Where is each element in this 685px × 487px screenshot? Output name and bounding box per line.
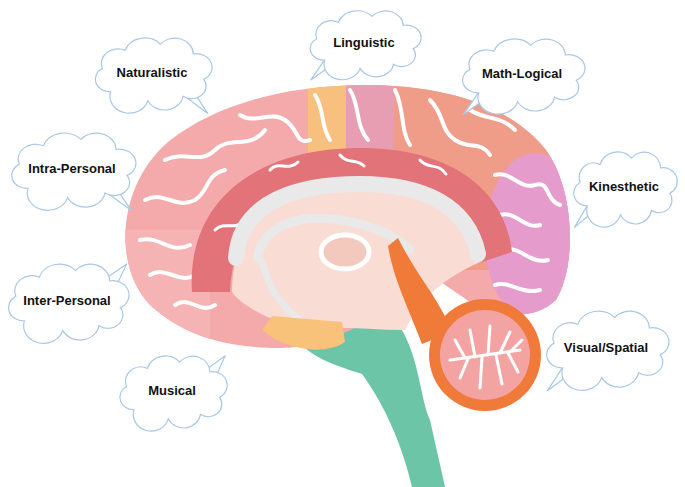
intelligence-label: Inter-Personal [23, 293, 110, 308]
thought-cloud: Kinesthetic [569, 150, 679, 222]
thought-cloud: Visual/Spatial [541, 309, 671, 385]
cloud-shape [9, 264, 129, 343]
thalamus [321, 235, 369, 269]
cloud-shape [120, 356, 227, 431]
thought-cloud: Linguistic [305, 9, 423, 75]
thought-cloud: Intra-Personal [6, 131, 138, 205]
cerebellum [429, 299, 541, 411]
cloud-shape [12, 133, 136, 210]
intelligence-label: Math-Logical [482, 66, 562, 81]
cloud-shape [310, 11, 421, 80]
cloud-shape [463, 39, 585, 114]
intelligence-label: Linguistic [333, 35, 394, 50]
cloud-shape [547, 311, 669, 390]
diencephalon [232, 184, 480, 330]
cloud-shape [574, 152, 678, 227]
intelligence-label: Intra-Personal [28, 161, 115, 176]
temporal-lower [262, 316, 345, 350]
intelligence-label: Naturalistic [117, 65, 188, 80]
thought-cloud: Naturalistic [90, 36, 214, 108]
thought-cloud: Inter-Personal [3, 262, 131, 338]
thought-cloud: Math-Logical [457, 37, 587, 109]
cloud-shape [95, 38, 212, 113]
intelligence-label: Visual/Spatial [564, 340, 648, 355]
thought-cloud: Musical [115, 354, 229, 426]
intelligence-label: Kinesthetic [589, 179, 659, 194]
intelligence-label: Musical [148, 383, 196, 398]
